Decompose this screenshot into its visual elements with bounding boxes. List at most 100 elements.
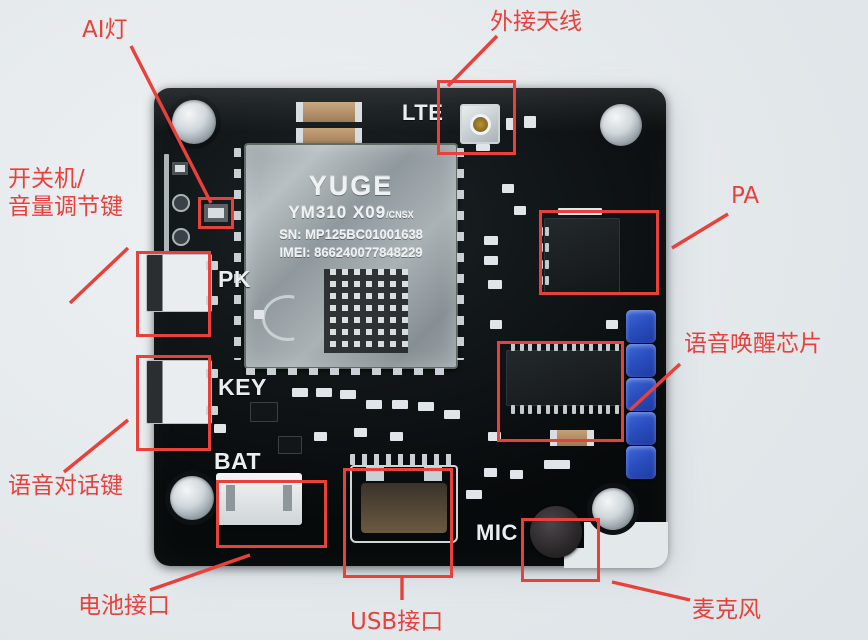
smd-part-3 bbox=[316, 388, 332, 397]
label-power-volume-line2: 音量调节键 bbox=[8, 194, 123, 221]
usb-c-connector[interactable] bbox=[350, 465, 458, 543]
module-brand: YUGE bbox=[308, 171, 394, 201]
capacitor-bottom bbox=[550, 430, 594, 446]
label-voice-talk-key: 语音对话键 bbox=[8, 473, 123, 499]
blue-trimmer-4[interactable] bbox=[626, 412, 656, 445]
label-microphone: 麦克风 bbox=[692, 597, 761, 623]
wake-pins-top bbox=[511, 342, 619, 351]
blue-trimmer-2[interactable] bbox=[626, 344, 656, 377]
jst-slot-right bbox=[283, 485, 292, 511]
jst-slot-left bbox=[226, 485, 235, 511]
highlight-ai-light bbox=[198, 197, 234, 229]
smd-part-20 bbox=[484, 256, 498, 265]
tact-lug-c bbox=[206, 369, 218, 378]
smd-part-4 bbox=[340, 390, 356, 399]
leader-power-volume bbox=[68, 246, 130, 305]
blue-trimmer-5[interactable] bbox=[626, 446, 656, 479]
label-voice-wake-chip: 语音唤醒芯片 bbox=[684, 331, 822, 357]
label-pa: PA bbox=[731, 183, 760, 209]
ai-status-led bbox=[204, 204, 228, 222]
highlight-power-volume bbox=[136, 251, 211, 337]
module-pads-left bbox=[234, 148, 241, 360]
label-usb-port: USB接口 bbox=[350, 609, 444, 635]
silk-mic: MIC bbox=[476, 520, 518, 545]
silk-key: KEY bbox=[218, 374, 267, 400]
tact-lug-b bbox=[206, 296, 218, 305]
label-power-volume-line1: 开关机/ bbox=[8, 166, 85, 192]
usb-cavity bbox=[361, 483, 447, 533]
led-indicator-1 bbox=[172, 162, 188, 175]
module-serial: SN: MP125BC01001638 bbox=[279, 227, 423, 242]
highlight-usb-port bbox=[343, 468, 453, 578]
highlight-microphone bbox=[521, 518, 600, 582]
capacitor-top-1 bbox=[296, 102, 362, 122]
label-ai-light: AI灯 bbox=[82, 17, 128, 43]
smd-pad-antenna-b bbox=[524, 116, 536, 128]
smd-part-16 bbox=[544, 460, 570, 469]
smd-part-6 bbox=[392, 400, 408, 409]
microphone-capsule bbox=[530, 506, 582, 558]
smd-part-5 bbox=[366, 400, 382, 409]
smd-part-12 bbox=[390, 432, 403, 441]
smd-part-24 bbox=[490, 320, 502, 329]
voice-wakeup-chip bbox=[506, 342, 624, 414]
smd-part-25 bbox=[606, 320, 618, 329]
lte-module-shield: YUGE YM310 X09/CNSX SN: MP125BC01001638 … bbox=[244, 143, 458, 369]
module-model-suffix: /CNSX bbox=[386, 210, 414, 220]
highlight-voice-wake-chip bbox=[497, 341, 624, 442]
label-battery-port: 电池接口 bbox=[78, 593, 170, 619]
tact-lug-a bbox=[206, 261, 218, 270]
module-model: YM310 X09/CNSX bbox=[246, 203, 456, 223]
board-corner-cut-2 bbox=[564, 548, 594, 568]
module-qr-code bbox=[324, 269, 408, 353]
tact-lug-d bbox=[206, 406, 218, 415]
ccc-certification-mark bbox=[262, 295, 295, 341]
blue-trimmer-3[interactable] bbox=[626, 378, 656, 411]
smd-part-15 bbox=[510, 470, 523, 479]
voice-talk-button[interactable] bbox=[146, 360, 218, 424]
ipex-antenna-connector bbox=[460, 104, 500, 144]
smd-part-23 bbox=[514, 206, 526, 215]
smd-part-14 bbox=[484, 468, 497, 477]
smd-part-22 bbox=[502, 184, 514, 193]
pa-amplifier-chip bbox=[539, 218, 620, 294]
module-imei: IMEI: 866240077848229 bbox=[279, 245, 423, 260]
module-pads-right bbox=[457, 148, 464, 360]
smd-part-26 bbox=[214, 424, 226, 433]
module-pads-bottom bbox=[246, 368, 452, 375]
mounting-hole-bottom-left bbox=[170, 476, 214, 520]
highlight-battery-port bbox=[216, 480, 327, 548]
highlight-voice-talk-key bbox=[136, 355, 211, 451]
module-model-text: YM310 X09 bbox=[288, 203, 387, 222]
left-edge-trace bbox=[164, 154, 169, 264]
mounting-hole-top-right bbox=[600, 104, 642, 146]
smd-pad-antenna-a bbox=[506, 118, 515, 130]
leader-ext-antenna bbox=[446, 34, 499, 88]
smd-part-21 bbox=[488, 280, 502, 289]
smd-part-7 bbox=[418, 402, 434, 411]
smd-pad-antenna-c bbox=[476, 144, 490, 151]
usb-pin-row bbox=[350, 454, 454, 465]
leader-microphone bbox=[611, 580, 691, 602]
smd-part-10 bbox=[314, 432, 327, 441]
smd-part-18 bbox=[254, 310, 264, 319]
silk-bat: BAT bbox=[214, 448, 262, 474]
smd-part-2 bbox=[292, 388, 308, 397]
smd-part-1 bbox=[250, 402, 278, 422]
label-power-volume: 开关机/ 音量调节键 bbox=[8, 165, 123, 221]
via-left-2 bbox=[172, 228, 190, 246]
pa-pins-right bbox=[545, 227, 551, 285]
via-left-1 bbox=[172, 194, 190, 212]
leader-voice-talk bbox=[62, 418, 130, 474]
smd-part-8 bbox=[444, 410, 460, 419]
silk-lte: LTE bbox=[402, 100, 444, 125]
silk-pk: PK bbox=[218, 266, 251, 292]
smd-part-11 bbox=[354, 428, 367, 437]
smd-part-17 bbox=[466, 490, 482, 499]
blue-trimmer-1[interactable] bbox=[626, 310, 656, 343]
pcb-board: LTE YUGE YM310 X09/CNSX SN: MP125BC01001… bbox=[146, 88, 668, 568]
smd-part-9 bbox=[278, 436, 302, 454]
power-volume-button[interactable] bbox=[146, 254, 218, 312]
highlight-pa bbox=[539, 210, 659, 295]
highlight-ext-antenna bbox=[437, 80, 516, 155]
